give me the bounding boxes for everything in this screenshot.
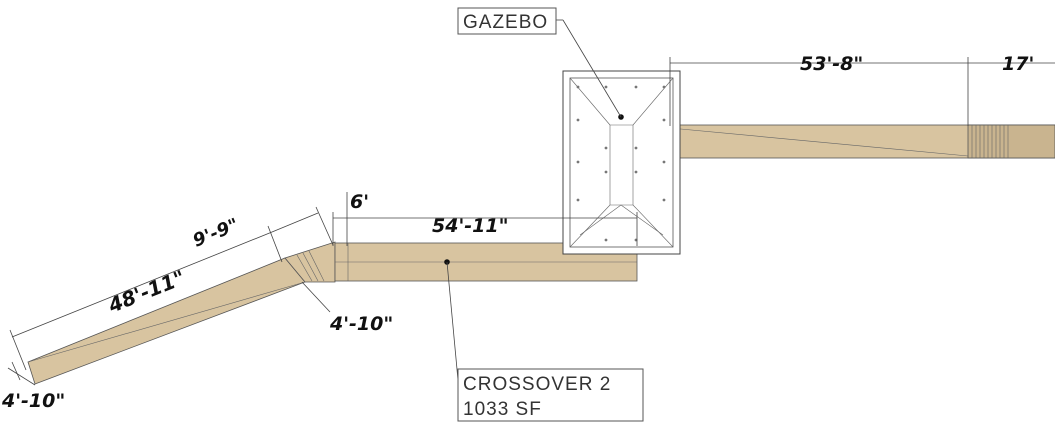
dim-width-junction: 4'-10" (329, 313, 393, 335)
gazebo-label: GAZEBO (463, 12, 548, 33)
gazebo-callout: GAZEBO (457, 7, 557, 35)
gazebo-structure (562, 70, 681, 255)
dim-six-ft: 6' (350, 191, 369, 213)
crossover-name-label: CROSSOVER 2 (463, 374, 611, 395)
junction-landing (284, 241, 336, 283)
dim-mid-span: 54'-11" (432, 215, 508, 237)
stair-treads (967, 124, 1055, 159)
dim-angled-short: 9'-9" (190, 214, 242, 251)
dimension-texts: 48'-11" 9'-9" 6' 54'-11" 53'-8" 17' 4'-1… (1, 53, 1034, 412)
dimension-lines (7, 57, 1055, 386)
dim-width-end: 4'-10" (1, 390, 65, 412)
dim-right-span: 53'-8" (800, 53, 863, 75)
callout-leaders (444, 19, 622, 381)
crossover-callout: CROSSOVER 2 1033 SF (457, 368, 644, 422)
dim-stair-span: 17' (1002, 53, 1034, 75)
crossover-area-label: 1033 SF (463, 399, 542, 420)
deck-surfaces (27, 124, 1055, 385)
